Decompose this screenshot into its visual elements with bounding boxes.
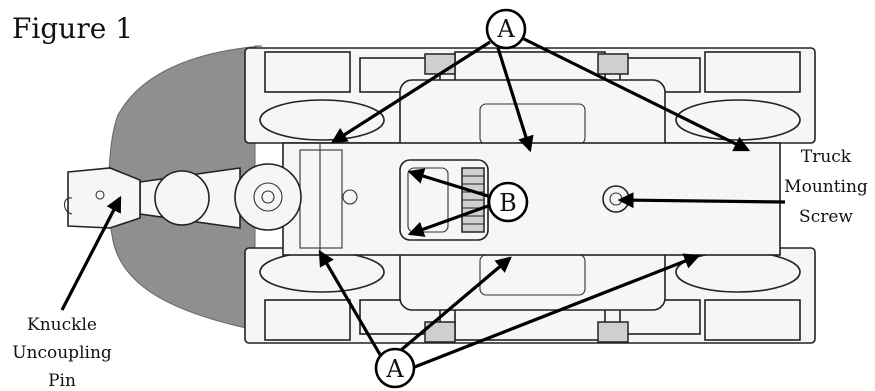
callout-a-top-letter: A xyxy=(496,15,515,43)
callout-arrows xyxy=(60,36,786,370)
knuckle-pin-label-line-1: Knuckle xyxy=(27,315,97,335)
truck-screw-label: Truck Mounting Screw xyxy=(784,147,868,227)
bolster-plate xyxy=(282,142,781,256)
figure-title: Figure 1 xyxy=(12,12,133,45)
callout-b-letter: B xyxy=(499,189,517,217)
callout-a-bottom: A xyxy=(374,347,416,389)
knuckle-pin-label-line-2: Uncoupling xyxy=(12,343,112,363)
callout-a-bottom-letter: A xyxy=(385,355,404,383)
truck-screw-label-line-1: Truck xyxy=(801,147,852,167)
coupler-shank xyxy=(139,163,302,231)
knuckle-pin-label-line-3: Pin xyxy=(48,371,76,391)
truck-screw-label-line-3: Screw xyxy=(799,207,853,227)
knuckle-pin-label: Knuckle Uncoupling Pin xyxy=(12,315,112,391)
callout-b: B xyxy=(487,181,529,223)
callout-a-top: A xyxy=(485,8,527,50)
knuckle xyxy=(63,167,141,229)
truck-screw-label-line-2: Mounting xyxy=(784,177,868,197)
